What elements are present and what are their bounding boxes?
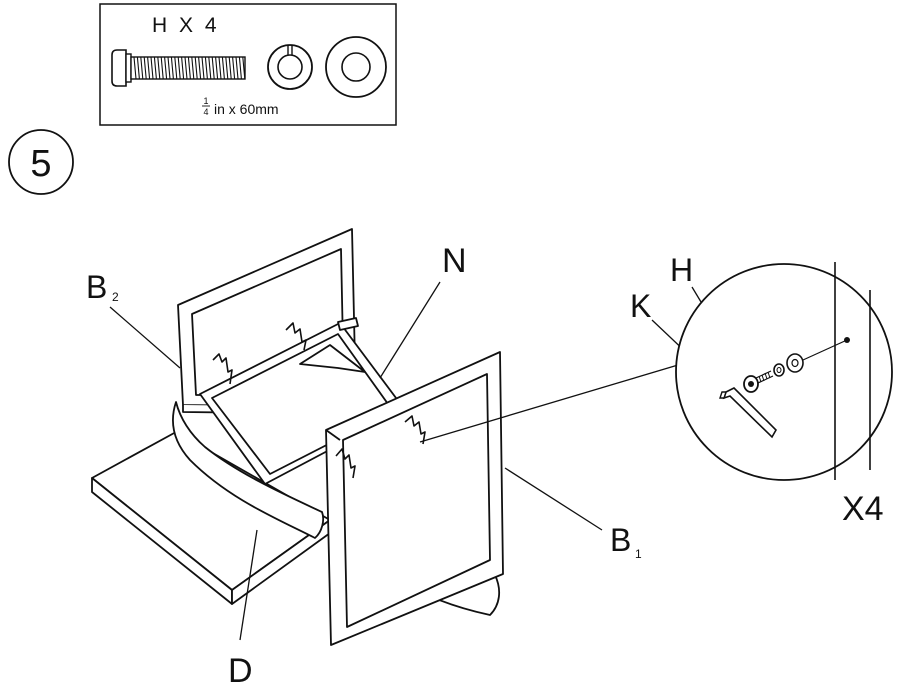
bolt-icon [111,49,246,87]
bolt-size-text: in x 60mm [214,101,279,117]
label-front-frame: B [610,522,631,558]
curved-seat-rail [172,401,325,539]
bolt-size-label: 1 4 in x 60mm [202,96,279,117]
fraction-numerator: 1 [203,96,208,106]
detail-callout [675,262,893,481]
detail-lock-washer-icon [773,363,785,377]
detail-bolt-icon [743,370,774,393]
label-seat: D [228,652,253,690]
step-number: 5 [30,143,51,185]
label-hex-key: K [630,288,651,324]
hardware-count-label: H X 4 [152,14,220,37]
detail-flat-washer-icon [786,353,804,373]
label-front-frame-sub: 1 [635,547,642,561]
label-back-frame-sub: 2 [112,290,119,304]
part-labels: B 2 N B 1 D K H X4 [86,242,884,690]
step-badge: 5 [8,129,74,195]
hardware-box: H X 4 1 4 in x 60mm [99,3,397,126]
lock-washer-icon [267,44,313,90]
fraction-denominator: 4 [203,107,208,117]
label-multiplier: X4 [842,490,884,528]
front-frame [325,351,504,646]
seat-panel [91,431,331,605]
bracket-bolts [212,322,426,479]
hex-key-icon [719,387,777,439]
label-back-frame: B [86,269,107,305]
label-rail: N [442,242,467,280]
flat-washer-icon [325,36,387,98]
label-bolt: H [670,252,693,288]
chair-assembly [91,228,504,646]
seat-rail-frame [199,317,406,485]
